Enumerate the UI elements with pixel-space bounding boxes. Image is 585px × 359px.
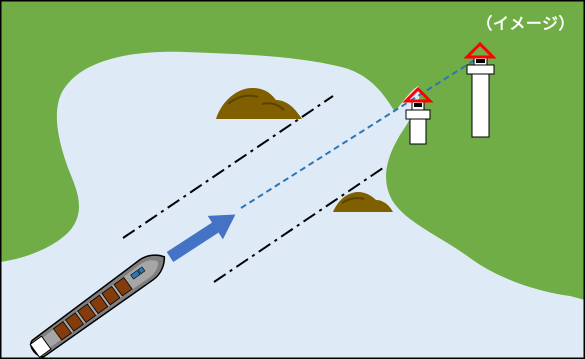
image-caption: （イメージ） bbox=[476, 10, 575, 34]
